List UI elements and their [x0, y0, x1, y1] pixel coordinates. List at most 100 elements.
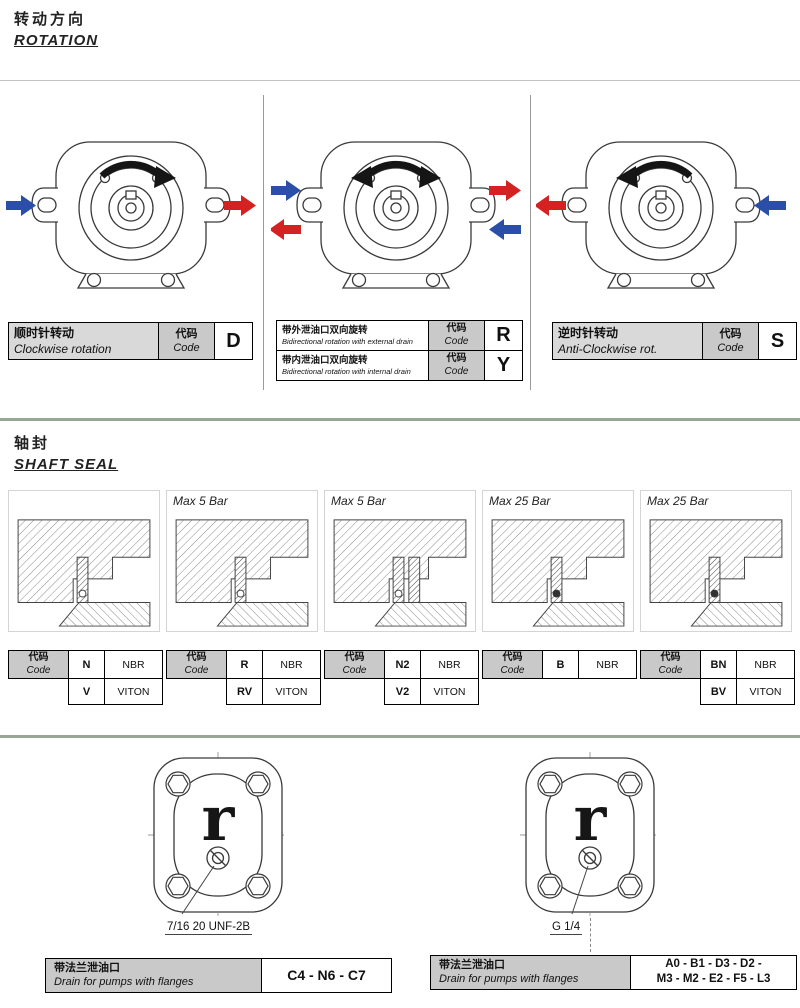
table-row: 顺时针转动 Clockwise rotation 代码 Code D [8, 321, 253, 361]
seal-panel-1 [8, 490, 160, 632]
rotation-column-divider-1 [263, 95, 264, 390]
rotation-arc-icon [99, 160, 163, 179]
code-label-en: Code [444, 365, 469, 377]
table-row: 逆时针转动 Anti-Clockwise rot. 代码 Code S [552, 321, 797, 361]
section-rule [0, 735, 800, 738]
seal-code-cell: V [68, 678, 105, 705]
bidirectional-pump-drawing [271, 141, 521, 289]
seal-code-cell: B [542, 650, 579, 679]
seal-panel-3: Max 5 Bar [324, 490, 476, 632]
code-label-en: Code [184, 664, 209, 676]
code-header-cell: 代码 Code [324, 650, 385, 679]
seal-code-cell: BV [700, 678, 737, 705]
code-label-en: Code [658, 664, 683, 676]
seal-code-cell: V2 [384, 678, 421, 705]
rotation-label-en: Bidirectional rotation with external dra… [282, 336, 413, 346]
pressure-label: Max 5 Bar [331, 494, 386, 508]
drain-codes-line1: A0 - B1 - D3 - D2 - [665, 957, 762, 970]
rotation-label-cn: 逆时针转动 [558, 326, 619, 340]
garter-spring-icon [552, 589, 561, 598]
code-header-cell: 代码 Code [702, 321, 759, 361]
seal-cross-section-drawing [649, 519, 783, 627]
table-row: BV VITON [641, 678, 795, 705]
code-label-en: Code [342, 664, 367, 676]
table-row: 代码 Code R NBR [166, 650, 321, 679]
seal-material-cell: NBR [420, 650, 479, 679]
code-label-en: Code [444, 335, 469, 347]
code-label-cn: 代码 [28, 652, 49, 663]
clockwise-code-table: 顺时针转动 Clockwise rotation 代码 Code D [8, 321, 253, 361]
clockwise-arrowhead-icon [419, 166, 441, 188]
table-row: 带法兰泄油口 Drain for pumps with flanges C4 -… [45, 958, 392, 993]
drain-flange-table-left: 带法兰泄油口 Drain for pumps with flanges C4 -… [45, 958, 392, 993]
rotation-label-cn: 带内泄油口双向旋转 [282, 354, 368, 366]
table-row: 代码 Code N NBR [8, 650, 163, 679]
table-row: 代码 Code N2 NBR [324, 650, 479, 679]
seal-material-cell: NBR [104, 650, 163, 679]
code-label-cn: 代码 [344, 652, 365, 663]
rotation-label-cell: 带内泄油口双向旋转 Bidirectional rotation with in… [276, 350, 429, 381]
rotation-label-en: Bidirectional rotation with internal dra… [282, 366, 411, 376]
outlet-arrow-icon [536, 195, 566, 216]
drain-codes-cell: A0 - B1 - D3 - D2 - M3 - M2 - E2 - F5 - … [630, 955, 797, 990]
inlet-arrow-icon [6, 195, 36, 216]
rotation-column-divider-2 [530, 95, 531, 390]
code-label-cn: 代码 [186, 652, 207, 663]
shaft-seal-title-cn: 轴封 [14, 435, 51, 452]
pressure-label: Max 25 Bar [647, 494, 709, 508]
code-header-cell: 代码 Code [158, 321, 215, 361]
code-label-cn: 代码 [719, 327, 742, 340]
code-label-en: Code [717, 342, 744, 355]
rotation-label-en: Clockwise rotation [14, 342, 112, 357]
rotation-label-cn: 顺时针转动 [14, 326, 75, 340]
seal-code-cell: BN [700, 650, 737, 679]
rotation-arc-icon [629, 160, 693, 179]
blank-cell [9, 679, 69, 705]
drain-label-cell: 带法兰泄油口 Drain for pumps with flanges [430, 955, 631, 990]
top-divider-rule [0, 80, 800, 81]
table-row: 代码 Code BN NBR [640, 650, 795, 679]
rotation-label-cn: 带外泄油口双向旋转 [282, 324, 368, 336]
seal-panel-2: Max 5 Bar [166, 490, 318, 632]
code-header-cell: 代码 Code [166, 650, 227, 679]
rotation-section-heading: 转动方向 ROTATION [14, 8, 98, 49]
seal-material-cell: VITON [420, 678, 479, 705]
seal-cross-section-drawing [333, 519, 467, 627]
pressure-label: Max 5 Bar [173, 494, 228, 508]
outlet-arrow-icon [271, 219, 301, 240]
seal-code-cell: N2 [384, 650, 421, 679]
anticlockwise-code-table: 逆时针转动 Anti-Clockwise rot. 代码 Code S [552, 321, 797, 361]
drain-port-thread-label-left: 7/16 20 UNF-2B [165, 921, 253, 935]
table-row: RV VITON [167, 678, 321, 705]
seal-material-cell: VITON [262, 678, 321, 705]
seal-code-cell: RV [226, 678, 263, 705]
seal-code-cell: R [226, 650, 263, 679]
seal-code-table-5: 代码 Code BN NBR BV VITON [640, 650, 795, 705]
drain-label-cell: 带法兰泄油口 Drain for pumps with flanges [45, 958, 262, 993]
seal-material-cell: NBR [262, 650, 321, 679]
code-header-cell: 代码 Code [428, 350, 485, 381]
bidirectional-code-table: 带外泄油口双向旋转 Bidirectional rotation with ex… [276, 320, 523, 381]
rotation-title-en: ROTATION [14, 32, 99, 49]
table-row: 带法兰泄油口 Drain for pumps with flanges A0 -… [430, 955, 797, 990]
seal-material-cell: VITON [104, 678, 163, 705]
code-header-cell: 代码 Code [8, 650, 69, 679]
anticlockwise-arrowhead-icon [616, 166, 638, 188]
seal-panel-4: Max 25 Bar [482, 490, 634, 632]
pump-logo-r: r [202, 782, 236, 855]
code-value-cell: R [484, 320, 523, 351]
seal-material-cell: VITON [736, 678, 795, 705]
rotation-title-cn: 转动方向 [14, 11, 87, 28]
rotation-arc-icon [364, 160, 428, 179]
shaft-seal-title-en: SHAFT SEAL [14, 456, 119, 473]
code-label-en: Code [500, 664, 525, 676]
anticlockwise-pump-drawing [536, 141, 786, 289]
seal-code-cell: N [68, 650, 105, 679]
drain-label-cn: 带法兰泄油口 [439, 959, 505, 971]
rotation-label-cell: 带外泄油口双向旋转 Bidirectional rotation with ex… [276, 320, 429, 351]
code-label-cn: 代码 [502, 652, 523, 663]
inlet-arrow-icon [489, 219, 521, 240]
code-value-cell: S [758, 321, 797, 361]
seal-cross-section-drawing [175, 519, 309, 627]
code-label-cn: 代码 [446, 323, 467, 334]
